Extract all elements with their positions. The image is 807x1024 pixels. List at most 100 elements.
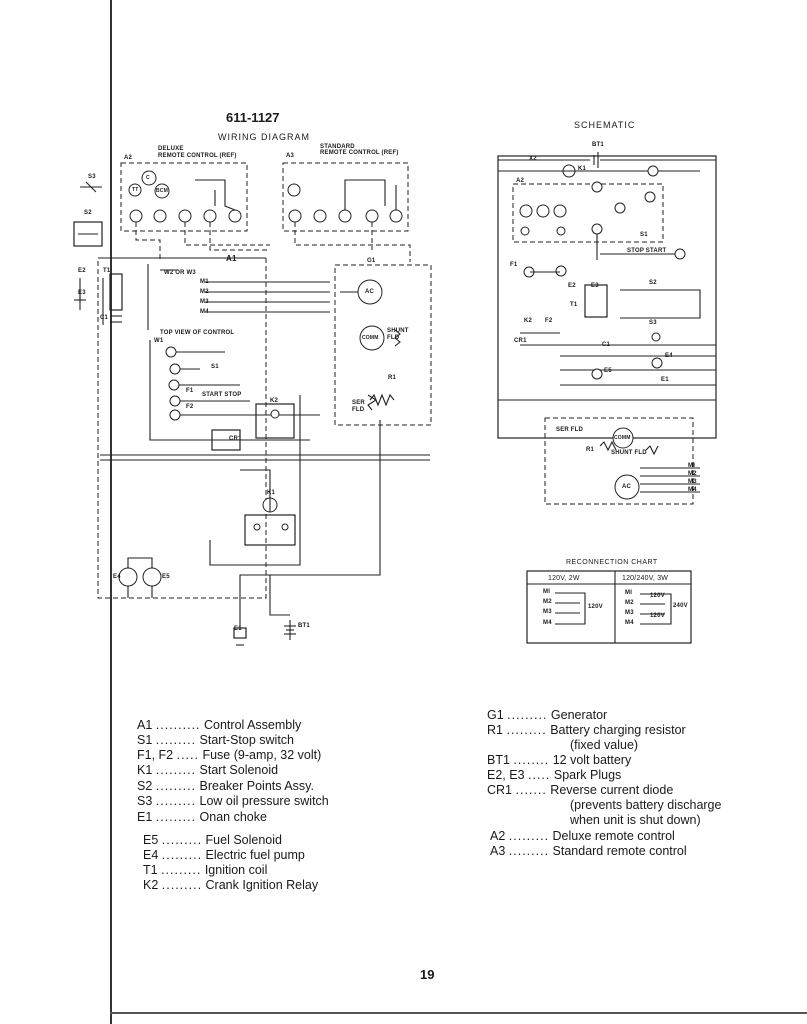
schem-a2-label: A2: [516, 178, 525, 184]
e3-label: E3: [78, 290, 86, 296]
schem-r1-label: R1: [586, 447, 595, 453]
bt1-label: BT1: [298, 623, 310, 629]
e1-label: E1: [234, 626, 242, 632]
schem-k2-label: K2: [524, 318, 533, 324]
e5-label: E5: [162, 574, 170, 580]
schem-shunt-fld-label: SHUNT FLD: [611, 450, 647, 456]
schem-s2-label: S2: [649, 280, 657, 286]
schem-ser-fld-label: SER FLD: [556, 427, 584, 433]
legend-item: S2 ......... Breaker Points Assy.: [137, 779, 314, 793]
chart-120v-right-bottom: 120V: [650, 613, 665, 619]
chart-m1-left: MI: [543, 589, 551, 595]
start-solenoid: [240, 469, 296, 546]
schem-k1-label: K1: [578, 166, 587, 172]
a1-label: A1: [226, 254, 237, 263]
page-number: 19: [420, 967, 435, 982]
wiring-diagram-title: WIRING DIAGRAM: [218, 132, 310, 142]
legend-item: BT1 ........ 12 volt battery: [487, 753, 632, 767]
schem-e2-label: E2: [568, 283, 576, 289]
top-view-of-control: [149, 340, 320, 451]
legend-item: CR1 ....... Reverse current diode: [487, 783, 674, 797]
chart-col1-header: 120V, 2W: [548, 575, 580, 582]
schem-t1-label: T1: [570, 302, 578, 308]
legend-item: K2 ......... Crank Ignition Relay: [143, 878, 319, 892]
g1-label: G1: [367, 258, 376, 264]
s3-label: S3: [88, 174, 96, 180]
legend-item: (fixed value): [570, 738, 639, 752]
legend-item: S3 ......... Low oil pressure switch: [137, 794, 329, 808]
legend-item: E4 ......... Electric fuel pump: [143, 848, 305, 862]
deluxe-remote-control: [120, 162, 248, 232]
chart-m1-right: MI: [625, 590, 633, 596]
bcm-label: BCM: [156, 188, 168, 194]
top-view-label: TOP VIEW OF CONTROL: [160, 330, 235, 336]
chart-col2-header: 120/240V, 3W: [622, 575, 669, 582]
schem-stop-start-label: STOP START: [627, 248, 667, 254]
chart-m3-left: M3: [543, 609, 552, 615]
schem-m2-label: M2: [688, 471, 697, 477]
w1-label: W1: [154, 338, 164, 344]
standard-label: STANDARD: [320, 144, 355, 150]
ignition-cluster: [73, 181, 123, 325]
r1-label: R1: [388, 375, 397, 381]
c-label: C: [146, 175, 150, 181]
f1-label: F1: [186, 388, 194, 394]
schem-m1-label: MI: [688, 463, 696, 469]
reconnection-chart-table: [526, 570, 692, 644]
schem-e4-label: E4: [665, 353, 673, 359]
schem-cr1-label: CR1: [514, 338, 527, 344]
tt-label: TT: [132, 187, 139, 193]
t1-label: T1: [103, 268, 111, 274]
legend-item: F1, F2 ..... Fuse (9-amp, 32 volt): [137, 748, 322, 762]
shunt-fld-label: SHUNT FLD: [387, 328, 409, 341]
deluxe-label: DELUXE: [158, 146, 184, 152]
w2-w3-label: W2 OR W3: [164, 270, 196, 276]
legend-item: E1 ......... Onan choke: [137, 810, 267, 824]
schem-x2-label: X2: [529, 156, 537, 162]
legend-item: (prevents battery discharge: [570, 798, 722, 812]
legend-item: G1 ......... Generator: [487, 708, 608, 722]
e4-label: E4: [113, 574, 121, 580]
schem-f2-label: F2: [545, 318, 553, 324]
schem-e3-label: E3: [591, 283, 599, 289]
ser-fld-label: SER FLD: [352, 400, 365, 413]
legend-item: S1 ......... Start-Stop switch: [137, 733, 295, 747]
a3-label: A3: [286, 153, 295, 159]
standard-remote-control: [282, 162, 409, 232]
legend-item: T1 ......... Ignition coil: [143, 863, 268, 877]
schem-e5-label: E5: [604, 368, 612, 374]
schem-s1-label: S1: [640, 232, 648, 238]
schem-e1-label: E1: [661, 377, 669, 383]
a2-label: A2: [124, 155, 133, 161]
schematic-outline: [497, 152, 717, 505]
s2-label: S2: [84, 210, 92, 216]
schem-bt1-label: BT1: [592, 142, 604, 148]
chart-m4-left: M4: [543, 620, 552, 626]
schem-comm-label: COMM: [614, 435, 631, 441]
drawing-number: 611-1127: [226, 110, 280, 125]
chart-120v-right-top: 120V: [650, 593, 665, 599]
k1-label: K1: [267, 490, 276, 496]
binding-margin-rule: [110, 0, 112, 1024]
legend-left: A1 .......... Control Assembly S1 ......…: [137, 718, 387, 898]
k2-label: K2: [270, 398, 279, 404]
comm-label: COMM: [362, 335, 379, 341]
legend-item: A1 .......... Control Assembly: [137, 718, 302, 732]
standard-sub-label: REMOTE CONTROL (REF): [320, 150, 399, 156]
legend-right: G1 ......... Generator R1 ......... Batt…: [487, 708, 787, 868]
legend-item: E2, E3 ..... Spark Plugs: [487, 768, 622, 782]
f2-label: F2: [186, 404, 194, 410]
choke-and-battery: [233, 620, 296, 646]
ac-label: AC: [365, 289, 375, 295]
m3-label: M3: [200, 299, 209, 305]
legend-item: when unit is shut down): [570, 813, 701, 827]
control-assembly: [97, 257, 330, 599]
generator: [334, 264, 432, 426]
legend-item: K1 ......... Start Solenoid: [137, 763, 279, 777]
schem-c1-label: C1: [602, 342, 611, 348]
legend-item: A3 ......... Standard remote control: [490, 844, 687, 858]
chart-m4-right: M4: [625, 620, 634, 626]
chart-240v-right: 240V: [673, 603, 688, 609]
schem-m4-label: M4: [688, 487, 697, 493]
